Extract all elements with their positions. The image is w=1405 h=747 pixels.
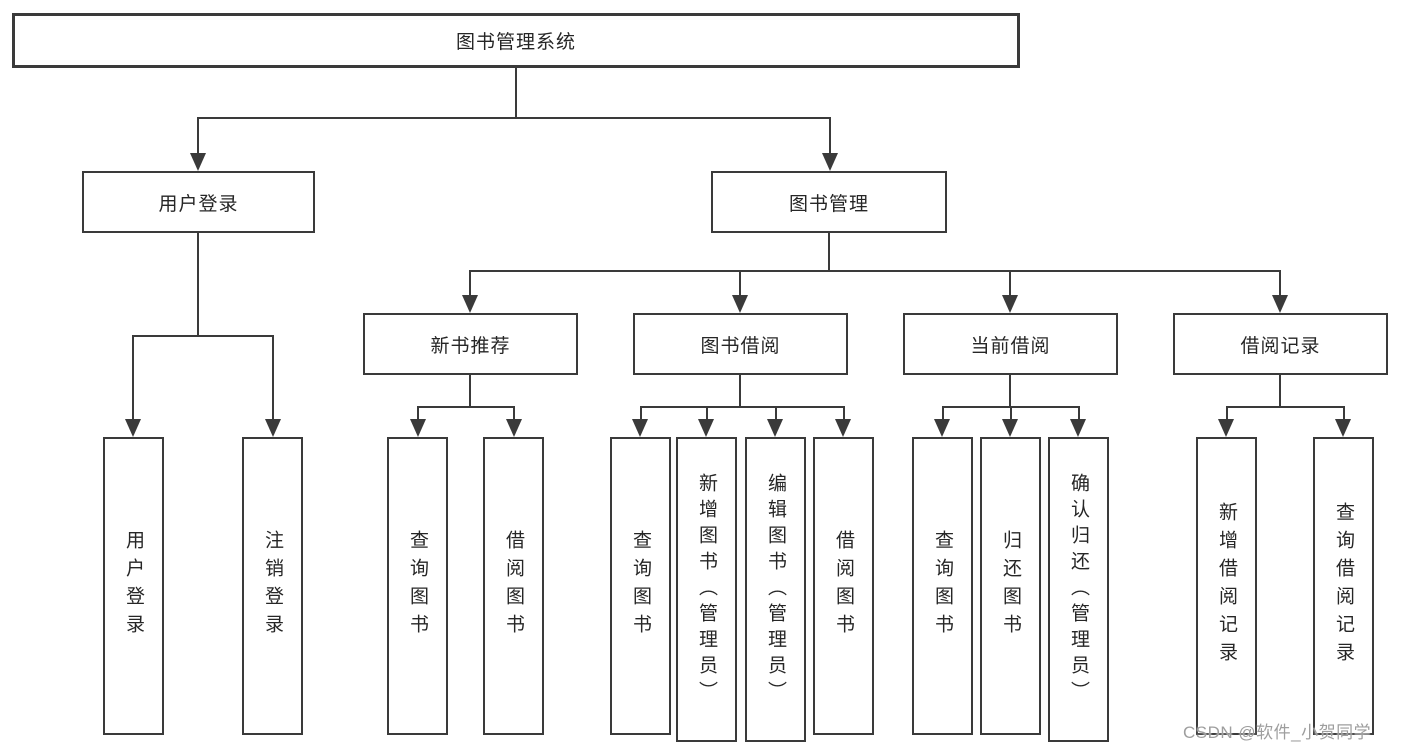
arrow-down-icon: [767, 419, 783, 437]
node-label: 编辑图书（管理员）: [765, 472, 786, 707]
node-new-book-recommend: 新书推荐: [363, 313, 578, 375]
connector-line: [417, 406, 515, 408]
node-label: 用户登录: [158, 193, 239, 215]
node-label: 查询借阅记录: [1333, 502, 1354, 670]
arrow-down-icon: [1218, 419, 1234, 437]
node-label: 图书管理系统: [455, 32, 576, 53]
leaf-logout: 注销登录: [242, 437, 303, 735]
node-book-borrowing: 图书借阅: [633, 313, 848, 375]
node-label: 查询图书: [630, 530, 651, 642]
connector-line: [1226, 406, 1228, 419]
arrow-down-icon: [1002, 295, 1018, 313]
connector-line: [132, 335, 134, 419]
arrow-down-icon: [934, 419, 950, 437]
leaf-add-borrow-record: 新增借阅记录: [1196, 437, 1257, 735]
leaf-borrow-books-recommend: 借阅图书: [483, 437, 544, 735]
arrow-down-icon: [410, 419, 426, 437]
connector-line: [1279, 270, 1281, 295]
arrow-down-icon: [1002, 419, 1018, 437]
connector-line: [829, 117, 831, 153]
connector-line: [739, 270, 741, 295]
leaf-borrow-books-borrowing: 借阅图书: [813, 437, 874, 735]
connector-line: [1010, 406, 1012, 419]
connector-line: [739, 374, 741, 407]
connector-line: [132, 335, 274, 337]
node-label: 借阅记录: [1240, 335, 1321, 357]
node-label: 归还图书: [1000, 530, 1021, 642]
arrow-down-icon: [506, 419, 522, 437]
connector-line: [640, 406, 642, 419]
connector-line: [775, 406, 777, 419]
node-label: 新书推荐: [430, 335, 511, 357]
node-book-management: 图书管理: [711, 171, 947, 233]
arrow-down-icon: [698, 419, 714, 437]
connector-line: [513, 406, 515, 419]
leaf-add-book-admin: 新增图书（管理员）: [676, 437, 737, 742]
node-label: 借阅图书: [833, 530, 854, 642]
arrow-down-icon: [190, 153, 206, 171]
connector-line: [515, 68, 517, 118]
arrow-down-icon: [1272, 295, 1288, 313]
arrow-down-icon: [462, 295, 478, 313]
connector-line: [1009, 270, 1011, 295]
connector-line: [197, 117, 199, 153]
node-label: 图书借阅: [700, 335, 781, 357]
node-library-system: 图书管理系统: [12, 13, 1020, 68]
connector-line: [843, 406, 845, 419]
connector-line: [197, 233, 199, 336]
connector-line: [1343, 406, 1345, 419]
node-label: 借阅图书: [503, 530, 524, 642]
node-label: 查询图书: [932, 530, 953, 642]
connector-line: [640, 406, 844, 408]
connector-line: [706, 406, 708, 419]
arrow-down-icon: [632, 419, 648, 437]
connector-line: [1226, 406, 1344, 408]
node-label: 新增借阅记录: [1216, 502, 1237, 670]
leaf-confirm-return-admin: 确认归还（管理员）: [1048, 437, 1109, 742]
node-label: 新增图书（管理员）: [696, 472, 717, 707]
node-label: 当前借阅: [970, 335, 1051, 357]
arrow-down-icon: [1070, 419, 1086, 437]
connector-line: [942, 406, 944, 419]
node-label: 用户登录: [123, 530, 144, 642]
connector-line: [197, 117, 831, 119]
leaf-query-books-current: 查询图书: [912, 437, 973, 735]
node-label: 确认归还（管理员）: [1068, 472, 1089, 707]
leaf-query-books-borrowing: 查询图书: [610, 437, 671, 735]
connector-line: [828, 233, 830, 271]
arrow-down-icon: [835, 419, 851, 437]
leaf-query-books-recommend: 查询图书: [387, 437, 448, 735]
node-borrowing-records: 借阅记录: [1173, 313, 1388, 375]
connector-line: [469, 270, 1281, 272]
node-current-borrowing: 当前借阅: [903, 313, 1118, 375]
connector-line: [1078, 406, 1080, 419]
arrow-down-icon: [1335, 419, 1351, 437]
connector-line: [272, 335, 274, 419]
connector-line: [469, 270, 471, 295]
leaf-query-borrow-record: 查询借阅记录: [1313, 437, 1374, 735]
arrow-down-icon: [125, 419, 141, 437]
leaf-edit-book-admin: 编辑图书（管理员）: [745, 437, 806, 742]
node-label: 图书管理: [788, 193, 869, 215]
arrow-down-icon: [732, 295, 748, 313]
node-label: 注销登录: [262, 530, 283, 642]
connector-line: [1279, 374, 1281, 407]
leaf-user-login: 用户登录: [103, 437, 164, 735]
connector-line: [417, 406, 419, 419]
leaf-return-books: 归还图书: [980, 437, 1041, 735]
arrow-down-icon: [265, 419, 281, 437]
connector-line: [469, 374, 471, 407]
node-label: 查询图书: [407, 530, 428, 642]
node-user-login: 用户登录: [82, 171, 315, 233]
csdn-watermark: CSDN @软件_小贺同学: [1183, 723, 1372, 742]
connector-line: [1009, 374, 1011, 407]
arrow-down-icon: [822, 153, 838, 171]
